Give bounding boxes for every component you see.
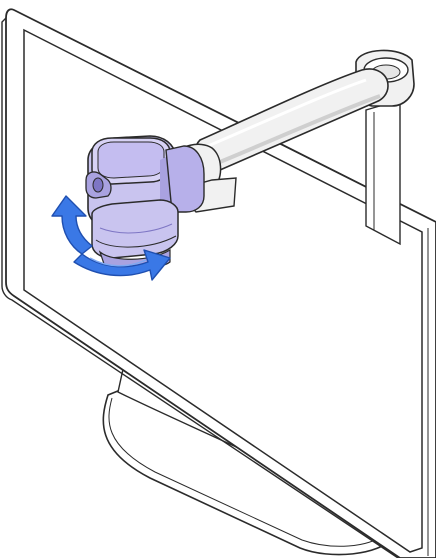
camera-mount	[165, 145, 205, 213]
rotate-arrow-left	[51, 195, 93, 255]
camera-arm	[174, 49, 415, 213]
mount-post-body	[365, 99, 401, 246]
rotate-arrow-icon	[51, 195, 171, 281]
monitor-side	[1, 17, 399, 558]
stand-base-inner	[108, 397, 385, 547]
mount-post	[365, 99, 401, 246]
camera-head	[85, 135, 205, 270]
camera-lens-ring	[91, 199, 179, 259]
